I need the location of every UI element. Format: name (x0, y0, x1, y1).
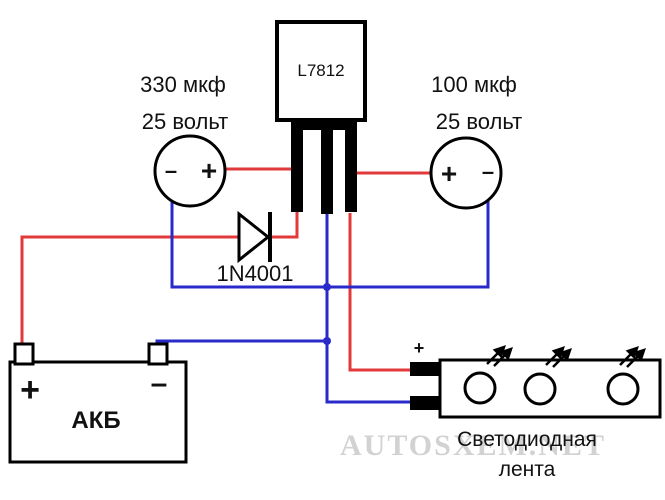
battery-terminal-positive (13, 342, 35, 366)
cap-right-plus: + (441, 158, 457, 189)
diode: 1N4001 (216, 210, 294, 286)
battery-terminal-negative (147, 342, 169, 366)
regulator-pin-output (345, 128, 357, 212)
emission-arrow-icon (545, 346, 572, 368)
led-strip: + Светодиодная лента (410, 338, 662, 481)
led-strip-terminal-positive (410, 362, 440, 376)
cap-left-capacitance: 330 мкф (140, 72, 226, 97)
led-2 (523, 372, 557, 406)
regulator-pin-input (291, 128, 303, 212)
cap-right-minus: – (482, 159, 494, 184)
led-circle (523, 372, 557, 406)
led-circle (606, 372, 640, 406)
regulator-tab (291, 120, 357, 130)
output-positive-wire (348, 213, 425, 372)
led-circle (463, 371, 497, 405)
battery-minus-sign: – (151, 367, 168, 400)
cap-right-capacitance: 100 мкф (431, 72, 517, 97)
junction-dot (323, 337, 331, 345)
led-emission-arrows (486, 345, 646, 368)
regulator-label: L7812 (297, 61, 344, 80)
diode-triangle (237, 210, 271, 264)
cap-right-body (429, 136, 503, 210)
battery-negative-wire (155, 339, 327, 345)
battery-label: АКБ (71, 407, 120, 434)
cap-left-minus: – (165, 158, 177, 183)
cap-left-plus: + (201, 155, 217, 186)
cap-left-body (153, 134, 227, 208)
regulator-body (275, 20, 367, 122)
watermark-text: AUTOSXEM.NET (340, 429, 606, 462)
led-strip-plus-sign: + (414, 338, 425, 358)
led-strip-label-line1: Светодиодная (457, 428, 597, 451)
led-strip-terminal-negative (410, 396, 440, 410)
battery-positive-wire (20, 210, 299, 345)
voltage-regulator: L7812 (275, 20, 367, 214)
led-3 (606, 372, 640, 406)
capacitor-left: – + 330 мкф 25 вольт (140, 72, 228, 208)
emission-arrow-icon (486, 345, 513, 367)
led-strip-label-line2: лента (499, 458, 556, 481)
cap-right-voltage: 25 вольт (436, 109, 522, 134)
battery-body (8, 360, 188, 464)
regulator-pin-ground (321, 128, 333, 214)
battery: + – АКБ (8, 342, 188, 464)
cap-left-voltage: 25 вольт (142, 109, 228, 134)
battery-plus-sign: + (20, 371, 40, 409)
emission-arrow-icon (619, 346, 646, 368)
ground-bus-wire (325, 213, 425, 404)
junction-dot (323, 283, 331, 291)
led-1 (463, 371, 497, 405)
diode-label: 1N4001 (216, 261, 293, 286)
capacitor-right: + – 100 мкф 25 вольт (429, 72, 522, 210)
